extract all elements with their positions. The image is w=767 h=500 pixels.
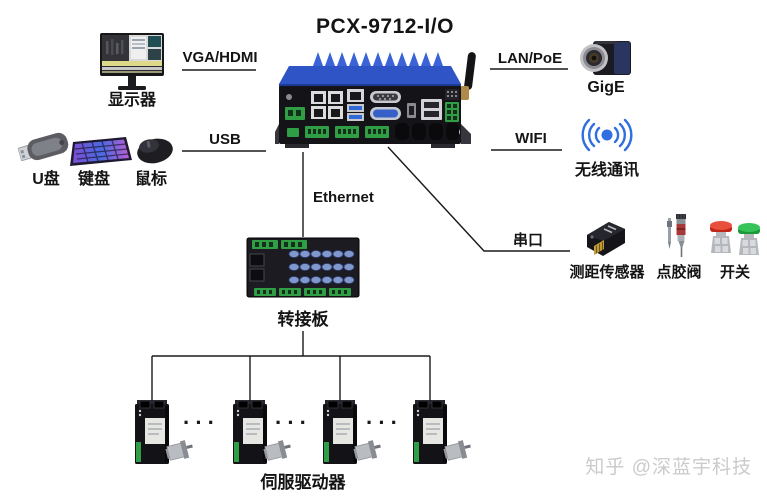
distance-sensor-icon bbox=[581, 217, 631, 261]
keyboard-label: 键盘 bbox=[77, 171, 110, 188]
servo-drive-icon-2 bbox=[229, 398, 293, 474]
servo-driver-label: 伺服驱动器 bbox=[260, 473, 346, 492]
monitor-icon bbox=[100, 33, 164, 93]
usb-drive-label: U盘 bbox=[32, 171, 60, 188]
controller-pcx9712-icon bbox=[275, 44, 487, 154]
wifi-label: WIFI bbox=[515, 130, 547, 147]
page-title: PCX-9712-I/O bbox=[316, 15, 454, 38]
dispense-valve-icon bbox=[663, 213, 693, 259]
repeat-dots-1: ··· bbox=[183, 410, 220, 435]
gige-label: GigE bbox=[587, 79, 625, 96]
distance-sensor-label: 测距传感器 bbox=[569, 264, 645, 281]
usb-drive-icon bbox=[15, 125, 73, 166]
lan-poe-label: LAN/PoE bbox=[497, 50, 563, 67]
usb-label: USB bbox=[209, 131, 241, 148]
switch-buttons-icon bbox=[708, 219, 762, 259]
repeat-dots-2: ··· bbox=[275, 410, 312, 435]
servo-drive-icon-4 bbox=[409, 398, 473, 474]
mouse-icon bbox=[134, 134, 176, 166]
ethernet-label: Ethernet bbox=[313, 189, 374, 206]
wireless-signal-icon bbox=[575, 115, 639, 155]
adapter-board-icon bbox=[246, 236, 360, 300]
vga-hdmi-label: VGA/HDMI bbox=[182, 49, 258, 66]
dispense-valve-label: 点胶阀 bbox=[656, 264, 702, 281]
servo-drive-icon-3 bbox=[319, 398, 383, 474]
gige-camera-icon bbox=[577, 37, 635, 79]
repeat-dots-3: ··· bbox=[366, 410, 403, 435]
adapter-board-label: 转接板 bbox=[277, 310, 329, 329]
switch-label: 开关 bbox=[719, 264, 750, 281]
wireless-comm-label: 无线通讯 bbox=[574, 162, 639, 179]
monitor-label: 显示器 bbox=[107, 92, 156, 109]
servo-drive-icon-1 bbox=[131, 398, 195, 474]
mouse-label: 鼠标 bbox=[134, 171, 167, 188]
keyboard-icon bbox=[68, 136, 134, 168]
watermark: 知乎 @深蓝宇科技 bbox=[585, 457, 752, 478]
serial-label: 串口 bbox=[512, 232, 543, 249]
